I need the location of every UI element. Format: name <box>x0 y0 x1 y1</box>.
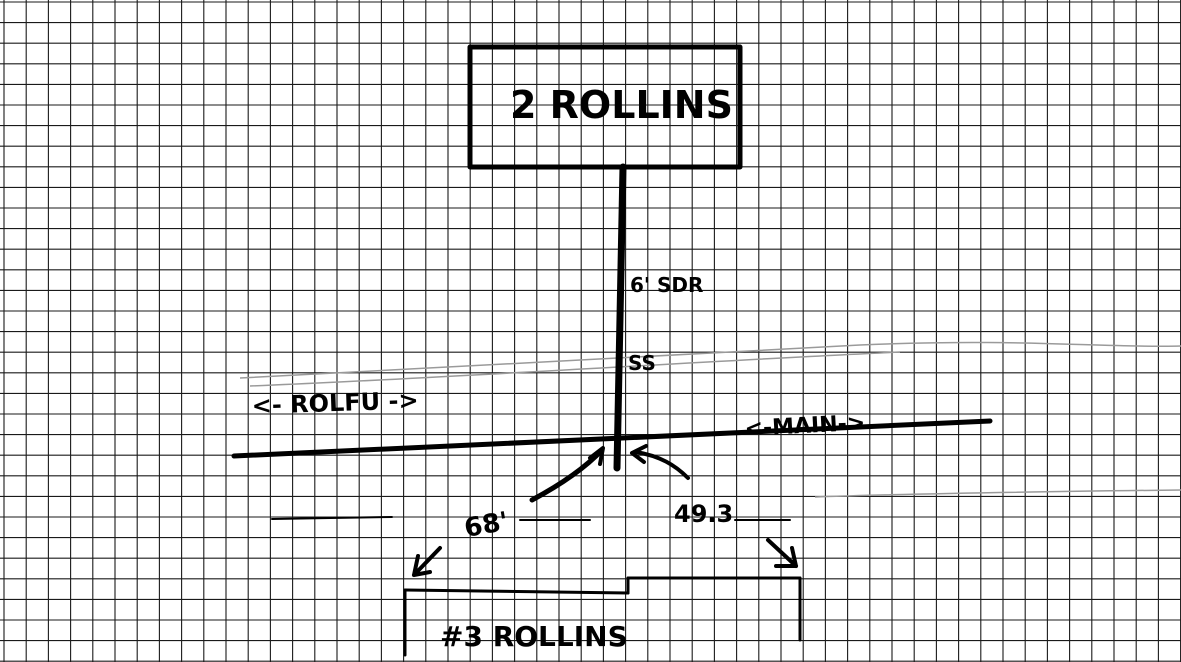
faint-pencil-marks <box>239 341 1181 498</box>
bottom-right-arrow <box>766 538 798 568</box>
building-2-rollins-label: 2 ROLLINS <box>510 83 733 127</box>
street-left-label: <- ROLFU -> <box>251 386 419 420</box>
measurement-right-label: 49.3 <box>674 500 733 528</box>
sewer-lateral-pipe <box>613 163 627 472</box>
bottom-left-arrow <box>412 546 442 577</box>
measurement-right-arrowhead <box>630 444 648 464</box>
building-3-rollins-label: #3 ROLLINS <box>440 620 628 653</box>
pencil-dash <box>271 516 393 520</box>
building-2-rollins-outline <box>467 44 743 170</box>
faint-pencil-line <box>814 489 1181 498</box>
pipe-type-label: SS <box>628 351 656 375</box>
measurement-right-arrow <box>634 450 690 480</box>
main-sewer-line <box>231 418 993 459</box>
pipe-size-label: 6' SDR <box>630 273 703 297</box>
faint-pencil-line <box>249 351 901 387</box>
measurement-left-arrowhead <box>588 446 605 466</box>
building-3-rollins-outline <box>403 588 630 595</box>
faint-pencil-line <box>239 341 1181 379</box>
